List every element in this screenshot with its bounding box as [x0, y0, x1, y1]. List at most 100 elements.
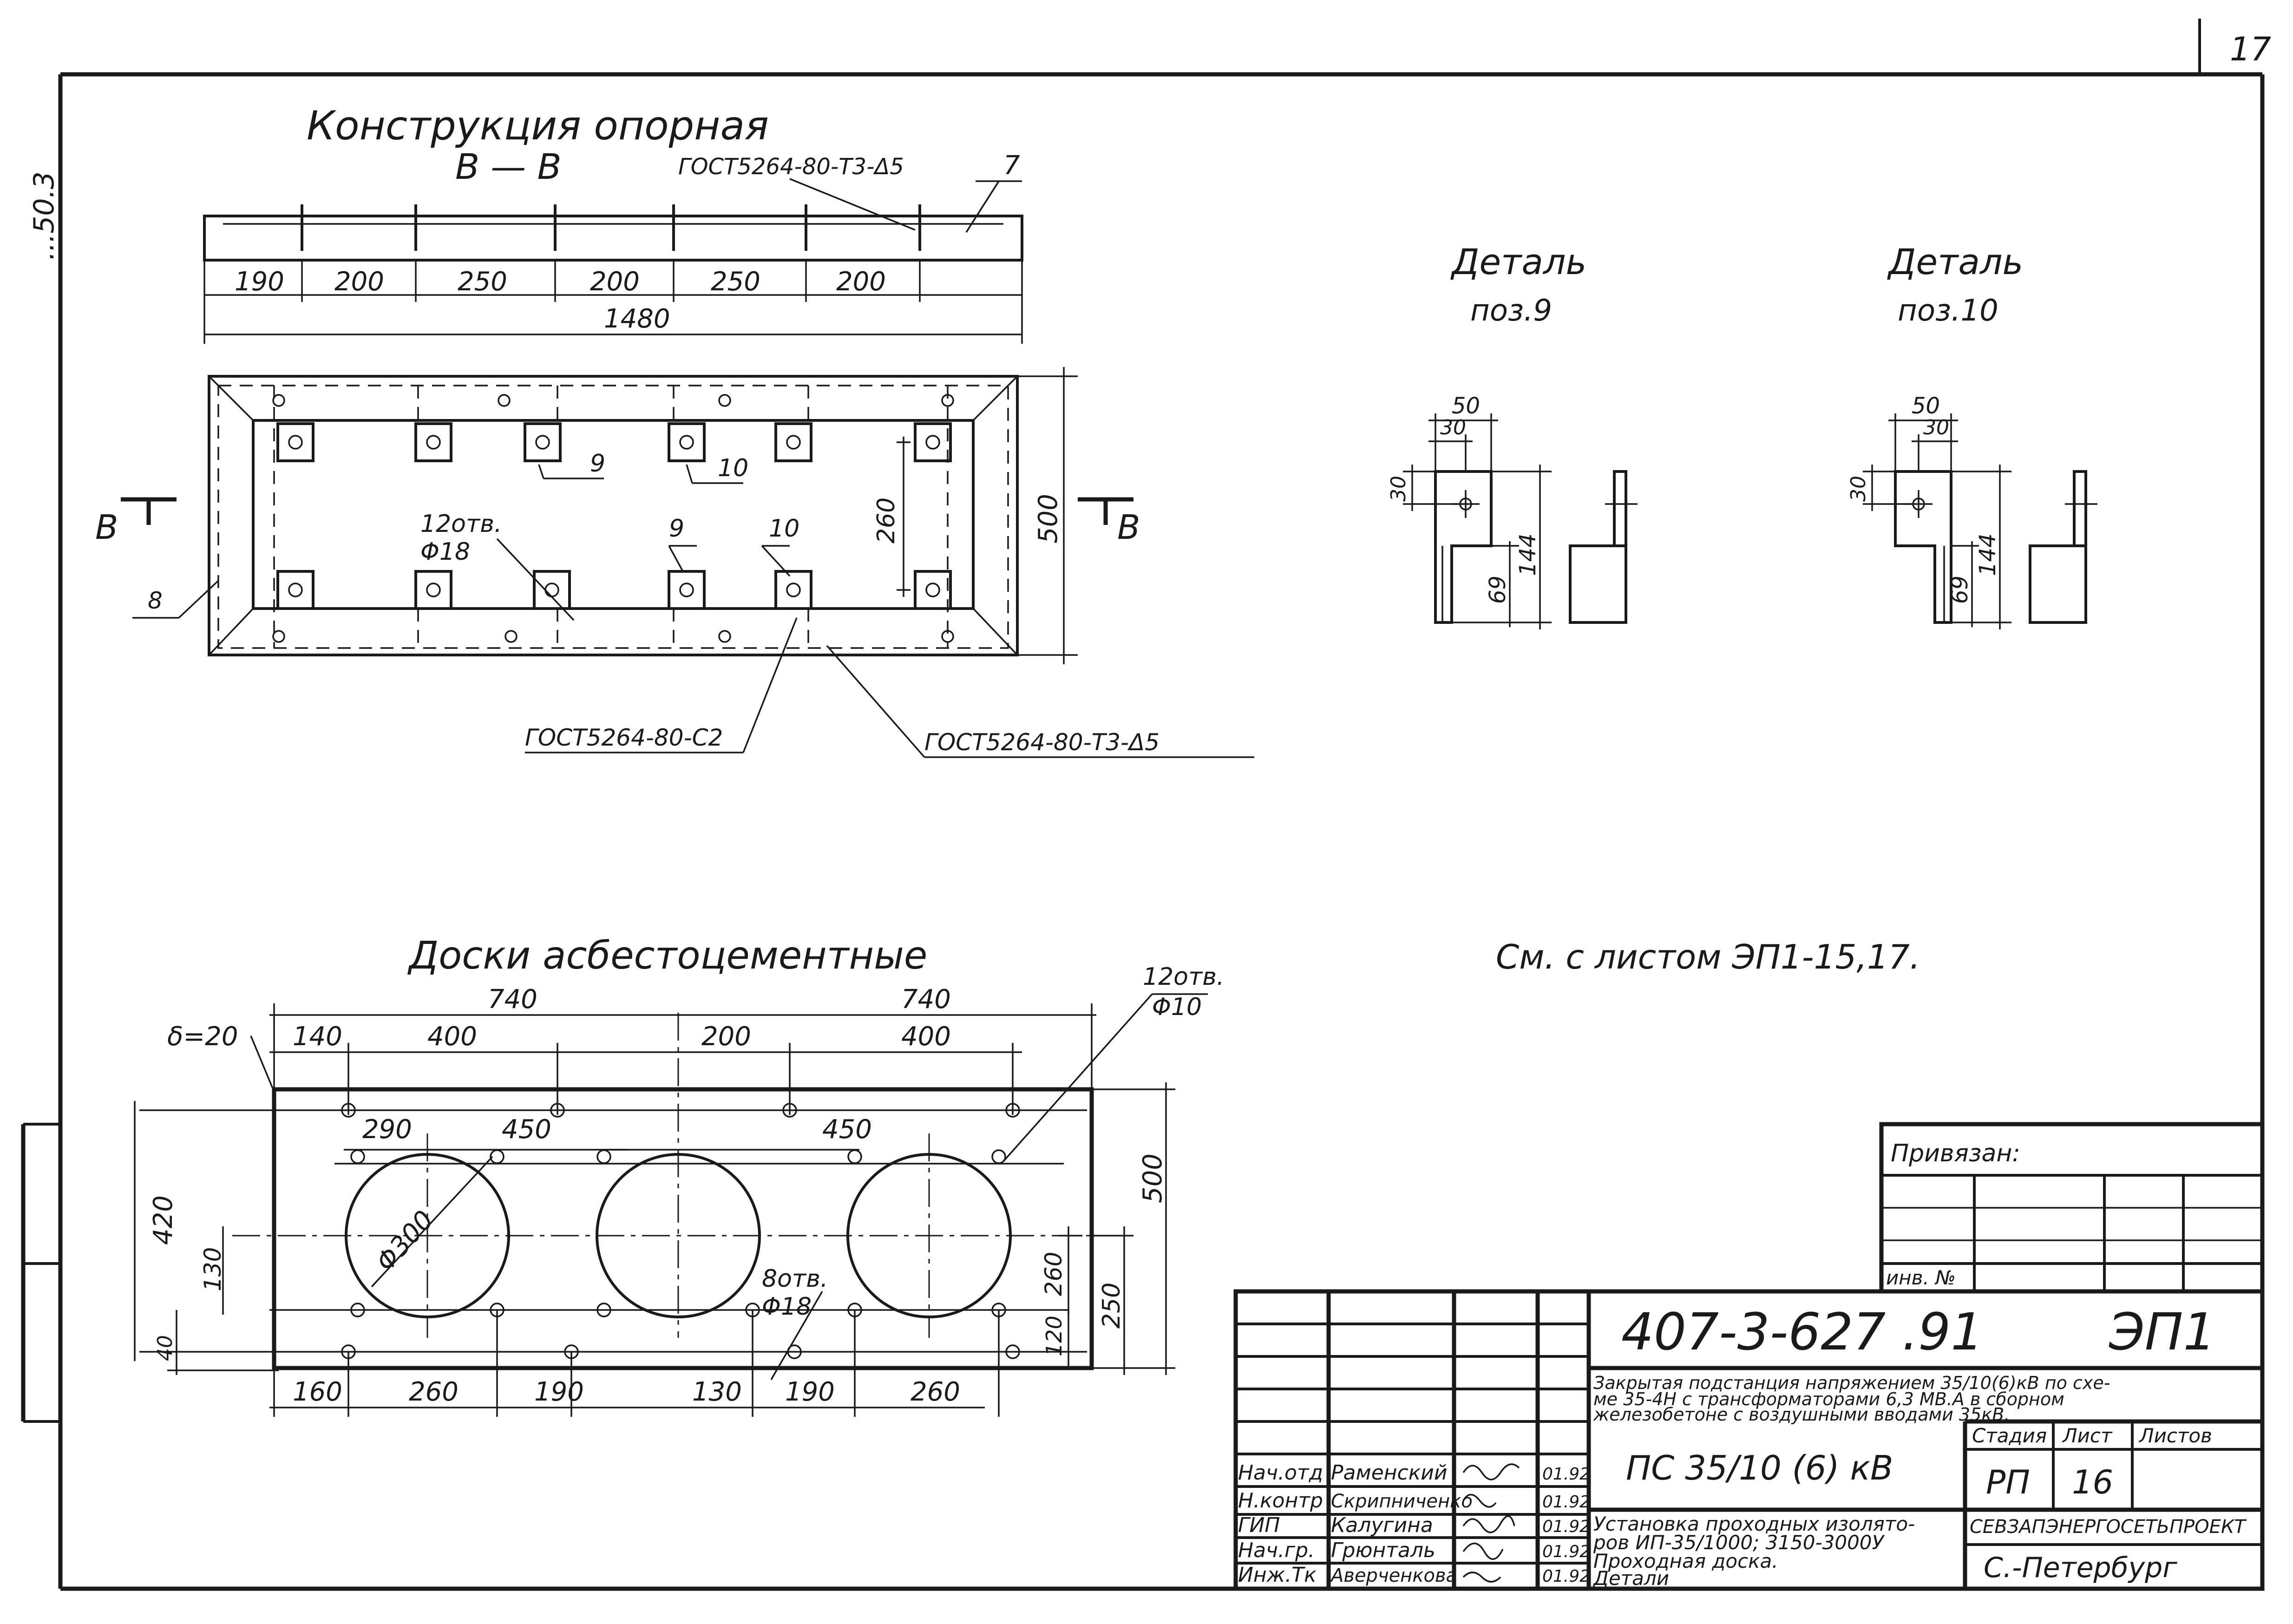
detail9-d50: 50 — [1452, 393, 1480, 419]
detail10-d30-side: 30 — [1847, 476, 1870, 502]
board-bottom-4: 130 — [692, 1377, 742, 1407]
span-1: 190 — [235, 267, 284, 297]
desc-line-3: Проходная доска. — [1593, 1550, 1778, 1572]
weld-bottom-note: ГОСТ5264-80-Т3-Δ5 — [924, 729, 1160, 756]
date-4: 01.92 — [1542, 1542, 1590, 1561]
detail10-d69: 69 — [1947, 576, 1973, 604]
board-d400-right: 400 — [901, 1022, 951, 1052]
section-mark-right: В — [1117, 508, 1140, 547]
detail9-title: Деталь — [1450, 241, 1586, 282]
board-d500: 500 — [1138, 1153, 1168, 1203]
detail9-d69: 69 — [1485, 576, 1511, 604]
detail9-d144: 144 — [1515, 533, 1541, 576]
date-1: 01.92 — [1542, 1465, 1590, 1484]
section-marks — [121, 497, 1133, 525]
sheet-value: 16 — [2072, 1463, 2113, 1501]
span-2: 200 — [334, 267, 384, 297]
span-3: 250 — [458, 267, 507, 297]
name-4: Грюнталь — [1331, 1539, 1435, 1562]
detail10-pos: поз.10 — [1898, 294, 1998, 328]
boards-title: Доски асбестоцементные — [407, 934, 927, 978]
role-4: Нач.гр. — [1238, 1539, 1315, 1562]
section-label: В — В — [455, 146, 562, 187]
name-5: Аверченкова — [1330, 1565, 1457, 1586]
board-d130-vertical: 130 — [199, 1247, 226, 1291]
board-bottom-6: 260 — [911, 1377, 960, 1407]
detail9-drawing — [1403, 413, 1638, 629]
signatures — [1462, 1463, 1520, 1583]
span-4: 200 — [590, 267, 640, 297]
role-2: Н.контр — [1238, 1489, 1323, 1513]
board-d40: 40 — [153, 1335, 177, 1361]
holes-12: 12отв. — [420, 510, 502, 538]
board-bottom-3: 190 — [534, 1377, 584, 1407]
board-bottom-2: 260 — [409, 1377, 459, 1407]
board-d740-right: 740 — [901, 984, 951, 1015]
weld-c2-note: ГОСТ5264-80-С2 — [525, 724, 723, 751]
sheet-header: Лист — [2062, 1424, 2113, 1447]
support-title: Конструкция опорная — [307, 103, 769, 149]
board-d740-left: 740 — [488, 984, 537, 1015]
name-3: Калугина — [1331, 1513, 1433, 1537]
board-top-dimensions — [269, 1003, 1096, 1151]
detail10-d50: 50 — [1912, 393, 1940, 419]
role-3: ГИП — [1238, 1513, 1280, 1537]
detail10-drawing — [1863, 413, 2097, 629]
board-dia-300: Φ300 — [370, 1205, 439, 1277]
stage-value: РП — [1986, 1463, 2030, 1501]
organization: СЕВЗАПЭНЕРГОСЕТЬПРОЕКТ — [1970, 1516, 2247, 1538]
inv-label: инв. № — [1886, 1266, 1956, 1289]
pos-8-label: 8 — [148, 587, 163, 614]
pos-10-top: 10 — [718, 454, 748, 482]
margin-note: ...50.3 — [28, 171, 60, 260]
board-bottom-5: 190 — [785, 1377, 835, 1407]
title-line-1: Закрытая подстанция напряжением 35/10(6)… — [1593, 1373, 2110, 1393]
name-2: Скрипниченко — [1331, 1491, 1473, 1512]
board-d450-right: 450 — [822, 1114, 872, 1145]
pos-9-bottom: 9 — [669, 515, 684, 543]
sheet-number: 17 — [2230, 30, 2271, 68]
document-mark: ЭП1 — [2109, 1302, 2216, 1362]
detail9-pos: поз.9 — [1470, 294, 1552, 328]
support-dimensions — [203, 260, 1023, 344]
hole-diameter-18: Φ18 — [420, 538, 470, 566]
board-bottom-1: 160 — [293, 1377, 342, 1407]
desc-line-4: Детали — [1592, 1567, 1669, 1590]
date-2: 01.92 — [1542, 1493, 1590, 1512]
board-d140: 140 — [293, 1022, 342, 1052]
substation-label: ПС 35/10 (6) кВ — [1626, 1448, 1893, 1487]
see-sheets-note: См. с листом ЭП1-15,17. — [1496, 937, 1920, 976]
board-holes-12: 12отв. — [1143, 963, 1224, 991]
board-d260-vertical: 260 — [1040, 1252, 1067, 1296]
date-3: 01.92 — [1542, 1517, 1590, 1536]
name-1: Раменский — [1331, 1461, 1448, 1485]
support-plan — [208, 375, 1019, 656]
pos-7-label: 7 — [1003, 151, 1020, 181]
sheets-header: Листов — [2138, 1424, 2212, 1447]
board-drawing — [139, 1013, 1133, 1371]
board-d250: 250 — [1098, 1283, 1126, 1329]
board-d420: 420 — [148, 1195, 178, 1245]
board-d200: 200 — [701, 1022, 751, 1052]
total-length: 1480 — [604, 304, 670, 334]
title-line-2: ме 35-4Н с трансформаторами 6,3 МВ.А в с… — [1593, 1389, 2064, 1409]
board-bottom-dimensions — [269, 1310, 1000, 1417]
board-thickness: δ=20 — [167, 1022, 238, 1052]
document-code: 407-3-627 .91 — [1621, 1302, 1983, 1362]
support-elevation — [203, 204, 1023, 262]
title-block-frame — [1233, 1122, 2265, 1591]
desc-line-1: Установка проходных изолято- — [1593, 1513, 1915, 1535]
board-d400-left: 400 — [427, 1022, 477, 1052]
board-dia-18: Φ18 — [762, 1293, 812, 1321]
pos-9-top: 9 — [590, 450, 605, 478]
board-d120: 120 — [1042, 1316, 1067, 1356]
section-mark-left: В — [95, 508, 118, 547]
board-holes-8: 8отв. — [762, 1265, 828, 1293]
weld-top-note: ГОСТ5264-80-Т3-Δ5 — [678, 154, 904, 180]
plan-height: 500 — [1033, 494, 1063, 544]
board-d290: 290 — [362, 1114, 412, 1145]
board-dia-10: Φ10 — [1152, 993, 1202, 1021]
detail10-d144: 144 — [1975, 533, 2001, 576]
detail10-d30-top: 30 — [1923, 416, 1949, 439]
